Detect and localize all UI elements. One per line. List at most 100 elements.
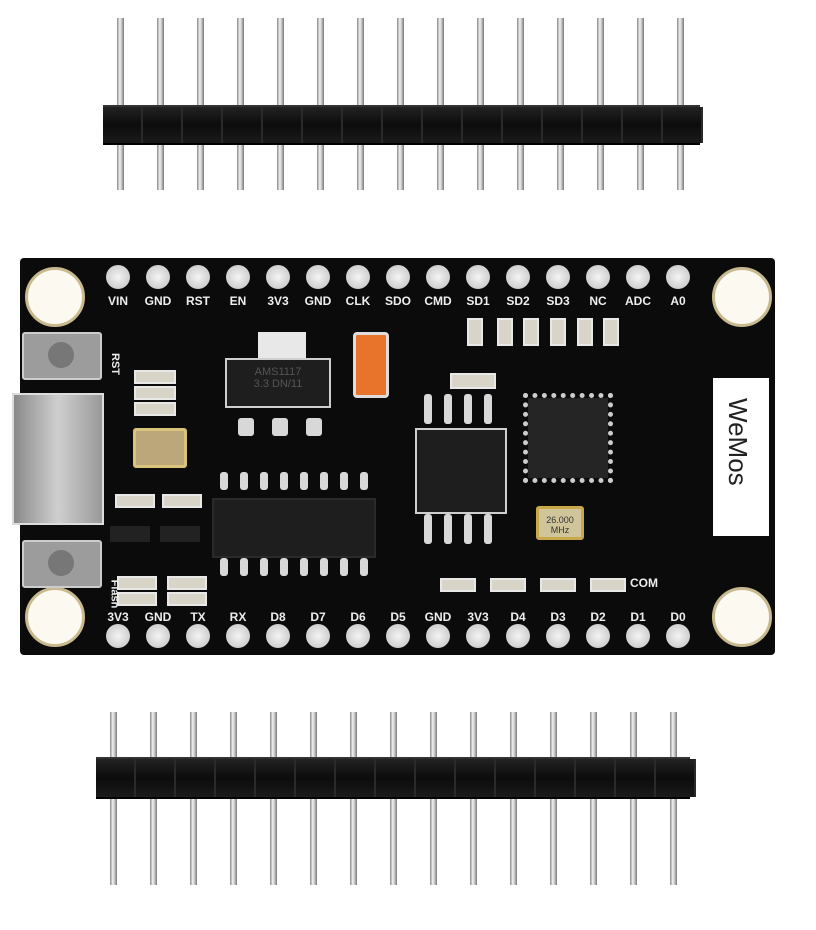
- ic-pin: [340, 472, 348, 490]
- pin-label-top: SD3: [546, 294, 570, 308]
- header-segment: [296, 759, 336, 797]
- ams1117-regulator: AMS1117 3.3 DN/11: [225, 358, 331, 408]
- resistor: [440, 578, 476, 592]
- ic-pin: [484, 394, 492, 424]
- header-plastic-strip: [103, 105, 703, 145]
- tantalum-capacitor: [353, 332, 389, 398]
- resistor: [540, 578, 576, 592]
- header-segment: [383, 107, 423, 143]
- transistor: [160, 526, 200, 542]
- pin-label-top: 3V3: [267, 294, 289, 308]
- pin-hole: [266, 624, 290, 648]
- pin-hole: [226, 624, 250, 648]
- header-plastic-strip: [96, 757, 696, 799]
- ic-pin: [424, 514, 432, 544]
- resistor: [134, 386, 176, 400]
- pin-hole: [226, 265, 250, 289]
- resistor: [115, 494, 155, 508]
- header-pin: [197, 18, 204, 190]
- mounting-hole: [25, 267, 85, 327]
- reset-button[interactable]: [22, 332, 102, 380]
- pin-label-bottom: D4: [510, 610, 526, 624]
- pin-label-top: SD2: [506, 294, 530, 308]
- ic-pin: [444, 394, 452, 424]
- ic-pin: [320, 472, 328, 490]
- pin-hole: [626, 265, 650, 289]
- pin-label-bottom: RX: [229, 610, 247, 624]
- header-segment: [503, 107, 543, 143]
- header-segment: [616, 759, 656, 797]
- resistor: [117, 576, 157, 590]
- regulator-pin: [306, 418, 322, 436]
- wemos-logo: WeMos: [713, 378, 769, 536]
- header-pin: [157, 18, 164, 190]
- wemos-pcb-board: RST Flash AMS1117 3.3 DN/11 26.000 MHz C…: [12, 258, 775, 655]
- pin-label-bottom: D1: [630, 610, 646, 624]
- flash-button[interactable]: [22, 540, 102, 588]
- header-segment: [583, 107, 623, 143]
- pin-hole: [426, 624, 450, 648]
- pin-label-bottom: D5: [390, 610, 406, 624]
- resistor: [117, 592, 157, 606]
- pin-label-top: EN: [229, 294, 247, 308]
- micro-usb-port[interactable]: [12, 393, 104, 525]
- header-segment: [263, 107, 303, 143]
- pin-hole: [186, 624, 210, 648]
- pin-hole: [306, 624, 330, 648]
- header-segment: [343, 107, 383, 143]
- regulator-pin: [272, 418, 288, 436]
- pin-hole: [146, 624, 170, 648]
- flash-memory-chip: [415, 428, 507, 514]
- ic-pin: [260, 558, 268, 576]
- ic-pin: [300, 558, 308, 576]
- pin-hole: [506, 265, 530, 289]
- regulator-text-line2: 3.3 DN/11: [253, 378, 303, 390]
- pin-hole: [386, 624, 410, 648]
- ch340-usb-serial-chip: [212, 498, 376, 558]
- pin-hole: [146, 265, 170, 289]
- header-segment: [256, 759, 296, 797]
- pin-hole: [426, 265, 450, 289]
- ic-pin: [280, 558, 288, 576]
- wemos-logo-text: WeMos: [723, 398, 753, 486]
- pin-hole: [466, 265, 490, 289]
- pin-hole: [346, 265, 370, 289]
- ic-pin: [280, 472, 288, 490]
- header-segment: [336, 759, 376, 797]
- resistor: [167, 576, 207, 590]
- resistor: [134, 370, 176, 384]
- regulator-text-line1: AMS1117: [254, 366, 302, 378]
- transistor: [110, 526, 150, 542]
- led: [497, 318, 513, 346]
- pin-hole: [506, 624, 530, 648]
- resistor: [167, 592, 207, 606]
- pin-label-top: CMD: [424, 294, 452, 308]
- ic-pin: [464, 514, 472, 544]
- resistor: [134, 402, 176, 416]
- header-segment: [656, 759, 696, 797]
- header-segment: [416, 759, 456, 797]
- header-pin: [637, 18, 644, 190]
- pin-hole: [666, 265, 690, 289]
- mounting-hole: [712, 587, 772, 647]
- header-pin: [557, 18, 564, 190]
- pin-hole: [306, 265, 330, 289]
- resistor: [603, 318, 619, 346]
- header-segment: [423, 107, 463, 143]
- capacitor: [450, 373, 496, 389]
- header-pin: [677, 18, 684, 190]
- pin-label-bottom: GND: [424, 610, 452, 624]
- pin-hole: [586, 624, 610, 648]
- pin-label-top: A0: [670, 294, 686, 308]
- pin-hole: [106, 624, 130, 648]
- pin-label-bottom: D3: [550, 610, 566, 624]
- ic-pin: [240, 472, 248, 490]
- header-segment: [303, 107, 343, 143]
- pin-label-top: ADC: [625, 294, 651, 308]
- ic-pin: [464, 394, 472, 424]
- header-pin: [597, 18, 604, 190]
- header-pin: [397, 18, 404, 190]
- crystal-26mhz: 26.000 MHz: [536, 506, 584, 540]
- resistor: [490, 578, 526, 592]
- regulator-tab: [258, 332, 306, 360]
